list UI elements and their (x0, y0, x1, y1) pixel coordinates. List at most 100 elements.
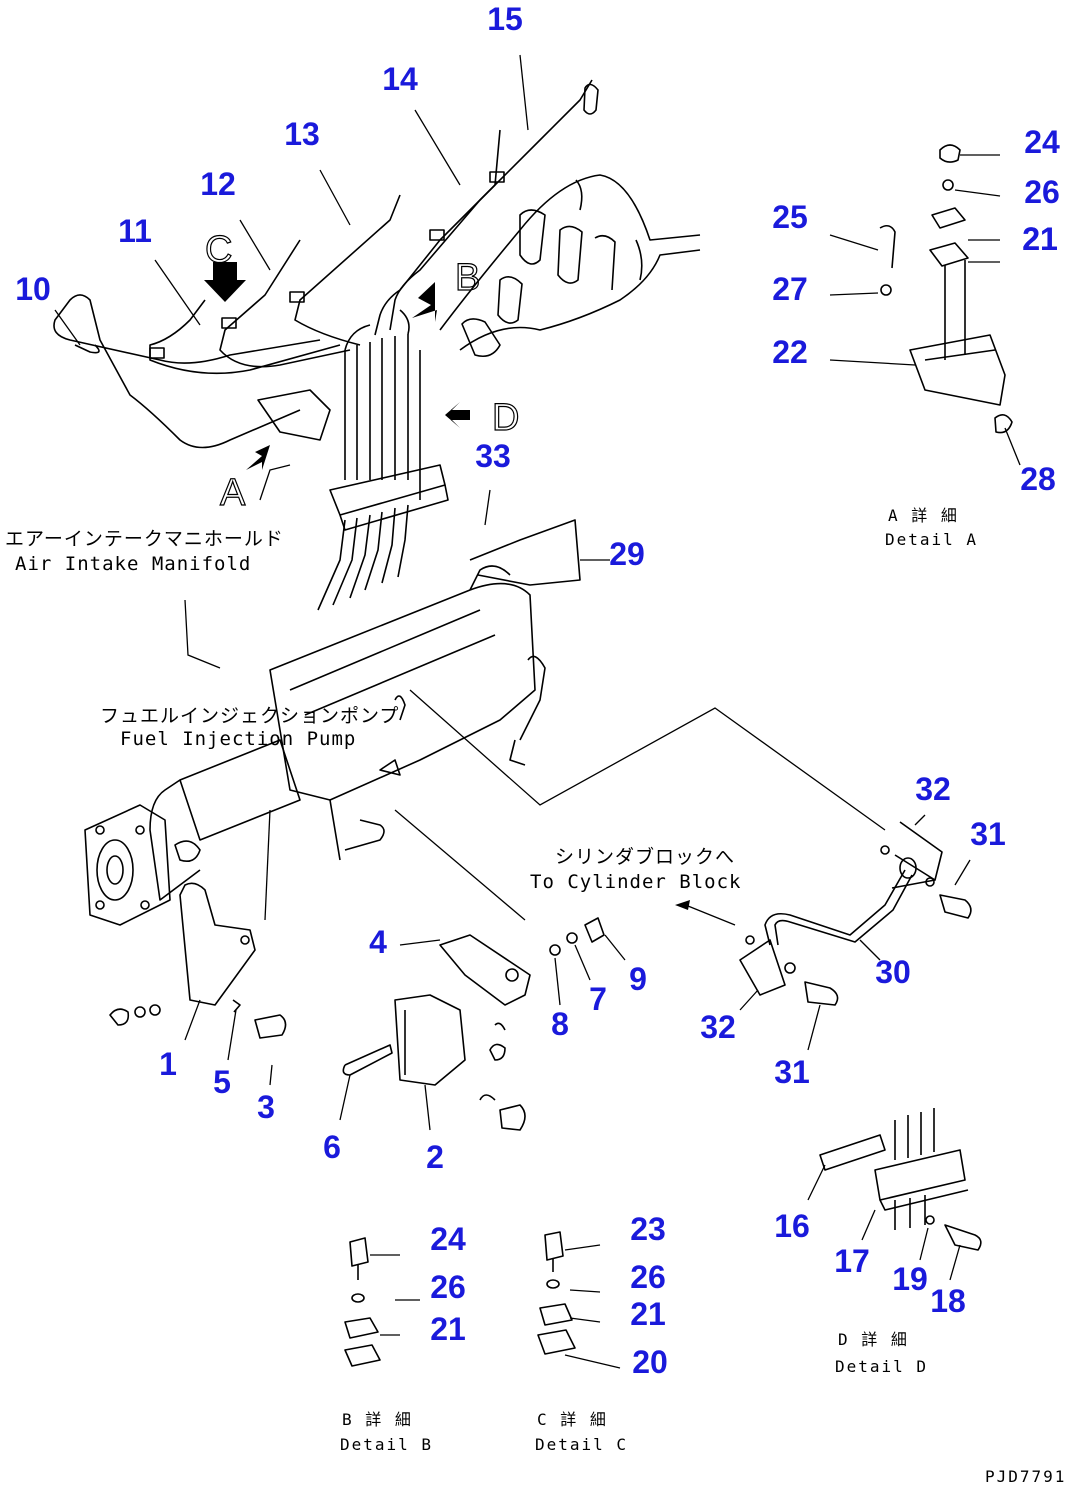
callout-9: 9 (629, 961, 647, 997)
leader-line-13 (319, 169, 351, 226)
leader-line-32 (914, 814, 926, 826)
air-intake-label: エアーインテークマニホールド Air Intake Manifold (5, 528, 284, 575)
detail-c-drawing (537, 1231, 576, 1355)
leader-line-6 (339, 1074, 351, 1121)
svg-text:フュエルインジェクションポンプ: フュエルインジェクションポンプ (100, 705, 399, 727)
bracket-4-drawing (439, 917, 605, 1061)
leader-lines (184, 464, 886, 921)
callout-20: 20 (632, 1344, 668, 1380)
leader-line-33 (484, 489, 491, 526)
callout-32: 32 (700, 1009, 736, 1045)
leader-line-16 (807, 1164, 826, 1201)
leader-line-11 (154, 259, 201, 326)
svg-text:D 詳 細: D 詳 細 (838, 1330, 909, 1349)
leader-line-10 (54, 309, 81, 346)
leader-line-17 (861, 1209, 876, 1241)
leader-line-22 (829, 359, 916, 366)
cylinder-block-label: シリンダブロックへ To Cylinder Block (530, 845, 741, 893)
leader-line-19 (919, 1227, 929, 1261)
leader-line-25 (829, 234, 879, 251)
leader-line-14 (414, 109, 461, 186)
svg-text:Detail C: Detail C (535, 1435, 628, 1454)
callout-19: 19 (892, 1261, 928, 1297)
svg-text:Fuel Injection Pump: Fuel Injection Pump (120, 728, 356, 750)
svg-text:C 詳 細: C 詳 細 (537, 1410, 608, 1429)
leader-line-28 (1004, 427, 1021, 466)
svg-text:B: B (455, 257, 480, 299)
drawing-code: PJD7791 (985, 1467, 1066, 1486)
detail-b-drawing (344, 1237, 381, 1367)
callout-31: 31 (970, 816, 1006, 852)
svg-text:Detail D: Detail D (835, 1357, 928, 1376)
leader-line-7 (574, 944, 591, 981)
callout-32: 32 (915, 771, 951, 807)
callout-22: 22 (772, 334, 808, 370)
callout-18: 18 (930, 1283, 966, 1319)
callout-26: 26 (630, 1259, 666, 1295)
callout-2: 2 (426, 1139, 444, 1175)
callout-29: 29 (609, 536, 645, 572)
leader-line-20 (564, 1354, 621, 1369)
leader-line-1 (184, 999, 201, 1041)
svg-text:Detail B: Detail B (340, 1435, 433, 1454)
leader-line-27 (829, 292, 879, 296)
leader-line-23 (564, 1244, 601, 1251)
callout-12: 12 (200, 166, 236, 202)
svg-text:B 詳 細: B 詳 細 (342, 1410, 413, 1429)
leader-line-21 (569, 1317, 601, 1323)
view-letters: C B D A (204, 228, 520, 514)
svg-text:Detail A: Detail A (885, 530, 978, 549)
svg-text:Air Intake Manifold: Air Intake Manifold (15, 553, 251, 575)
callout-14: 14 (382, 61, 418, 97)
view-arrows (204, 262, 470, 470)
fuel-pump-label: フュエルインジェクションポンプ Fuel Injection Pump (100, 705, 399, 750)
leader-line-26 (569, 1289, 601, 1293)
callout-17: 17 (834, 1243, 870, 1279)
leader-line-31 (807, 1004, 821, 1051)
svg-text:C: C (205, 229, 232, 271)
callout-5: 5 (213, 1064, 231, 1100)
svg-text:A: A (220, 472, 246, 514)
fuel-injection-pump-drawing (84, 519, 581, 926)
detail-a-drawing (879, 144, 1013, 434)
callout-11: 11 (118, 213, 152, 249)
bracket-1-drawing (109, 882, 287, 1039)
callout-24: 24 (1024, 124, 1060, 160)
callout-26: 26 (1024, 174, 1060, 210)
detail-captions: A 詳 細 Detail A B 詳 細 Detail B C 詳 細 Deta… (340, 506, 978, 1454)
leader-line-18 (949, 1244, 961, 1281)
callout-7: 7 (589, 981, 607, 1017)
leader-line-4 (399, 939, 441, 946)
callout-4: 4 (369, 924, 387, 960)
leader-line-2 (424, 1084, 431, 1131)
callout-21: 21 (430, 1311, 466, 1347)
callout-16: 16 (774, 1208, 810, 1244)
leader-line-30 (859, 939, 881, 961)
callout-3: 3 (257, 1089, 275, 1125)
svg-text:To Cylinder Block: To Cylinder Block (530, 871, 741, 893)
svg-text:エアーインテークマニホールド: エアーインテークマニホールド (5, 528, 284, 550)
leader-line-8 (554, 957, 561, 1006)
callout-8: 8 (551, 1006, 569, 1042)
callout-leader-lines (54, 54, 1021, 1369)
callout-15: 15 (487, 1, 523, 37)
callout-6: 6 (323, 1129, 341, 1165)
svg-text:A 詳 細: A 詳 細 (888, 506, 959, 525)
leader-line-31 (954, 859, 971, 886)
leader-line-5 (227, 1009, 237, 1061)
return-pipe-drawing (675, 821, 972, 1006)
svg-text:シリンダブロックへ: シリンダブロックへ (555, 845, 735, 868)
leader-line-9 (604, 934, 626, 961)
air-intake-manifold-drawing (439, 174, 701, 358)
callout-1: 1 (159, 1046, 177, 1082)
callout-31: 31 (774, 1054, 810, 1090)
callout-13: 13 (284, 116, 320, 152)
callout-10: 10 (15, 271, 51, 307)
callout-26: 26 (430, 1269, 466, 1305)
callout-28: 28 (1020, 461, 1056, 497)
callout-30: 30 (875, 954, 911, 990)
callout-33: 33 (475, 438, 511, 474)
callout-21: 21 (1022, 221, 1058, 257)
